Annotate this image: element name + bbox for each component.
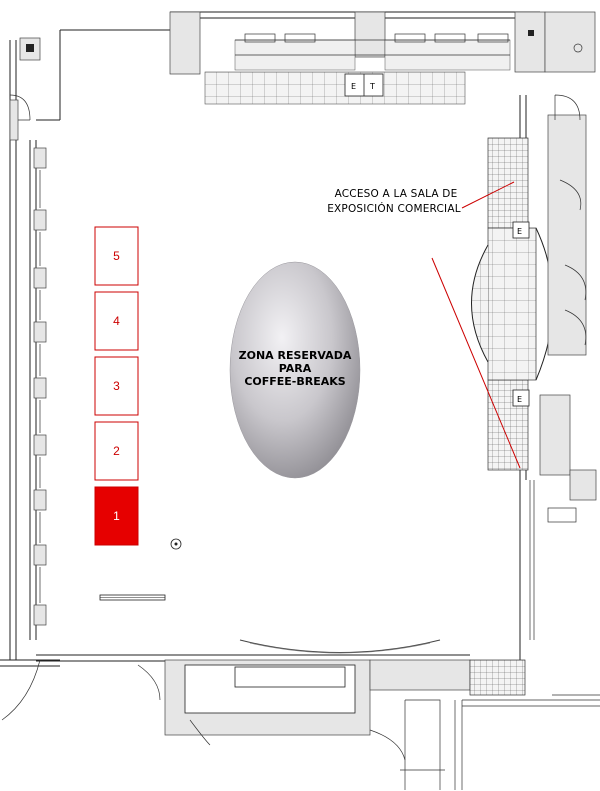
booth-label-3: 3 <box>113 379 120 393</box>
right-corridor <box>471 94 597 640</box>
elevator-symbol-lower: E <box>517 395 522 404</box>
booth-1[interactable] <box>94 486 139 546</box>
curved-step-inner <box>249 642 431 654</box>
booth-label-4: 4 <box>113 314 120 328</box>
booth-label-5: 5 <box>113 249 120 263</box>
booth-label-2: 2 <box>113 444 120 458</box>
zone-label-line2: PARA <box>279 362 312 375</box>
curved-step <box>239 639 441 653</box>
bench <box>99 594 166 601</box>
top-left-corner <box>9 37 41 141</box>
booth-2[interactable] <box>94 421 139 481</box>
access-annotation: ACCESO A LA SALA DE EXPOSICIÓN COMERCIAL <box>327 181 521 469</box>
bottom-block <box>0 659 600 790</box>
zone-label-line1: ZONA RESERVADA <box>239 349 352 362</box>
zone-label-line3: COFFEE-BREAKS <box>244 375 345 388</box>
toilet-symbol-top: T <box>369 82 375 91</box>
annotation-line1: ACCESO A LA SALA DE <box>335 188 458 200</box>
elevator-symbol-top: E <box>351 82 356 91</box>
left-piers <box>33 147 47 626</box>
booth-label-1: 1 <box>113 509 120 523</box>
annotation-pointer-short <box>461 181 515 209</box>
floor-drain-symbol <box>170 538 182 550</box>
booth-5[interactable] <box>94 226 139 286</box>
top-service-area <box>169 11 596 105</box>
booth-4[interactable] <box>94 291 139 351</box>
annotation-pointer-long <box>431 257 521 469</box>
annotation-line2: EXPOSICIÓN COMERCIAL <box>327 202 461 215</box>
booth-group: 5 4 3 2 1 <box>94 226 139 546</box>
elevator-symbol-upper: E <box>517 227 522 236</box>
coffee-break-zone: ZONA RESERVADA PARA COFFEE-BREAKS <box>229 261 361 479</box>
booth-3[interactable] <box>94 356 139 416</box>
